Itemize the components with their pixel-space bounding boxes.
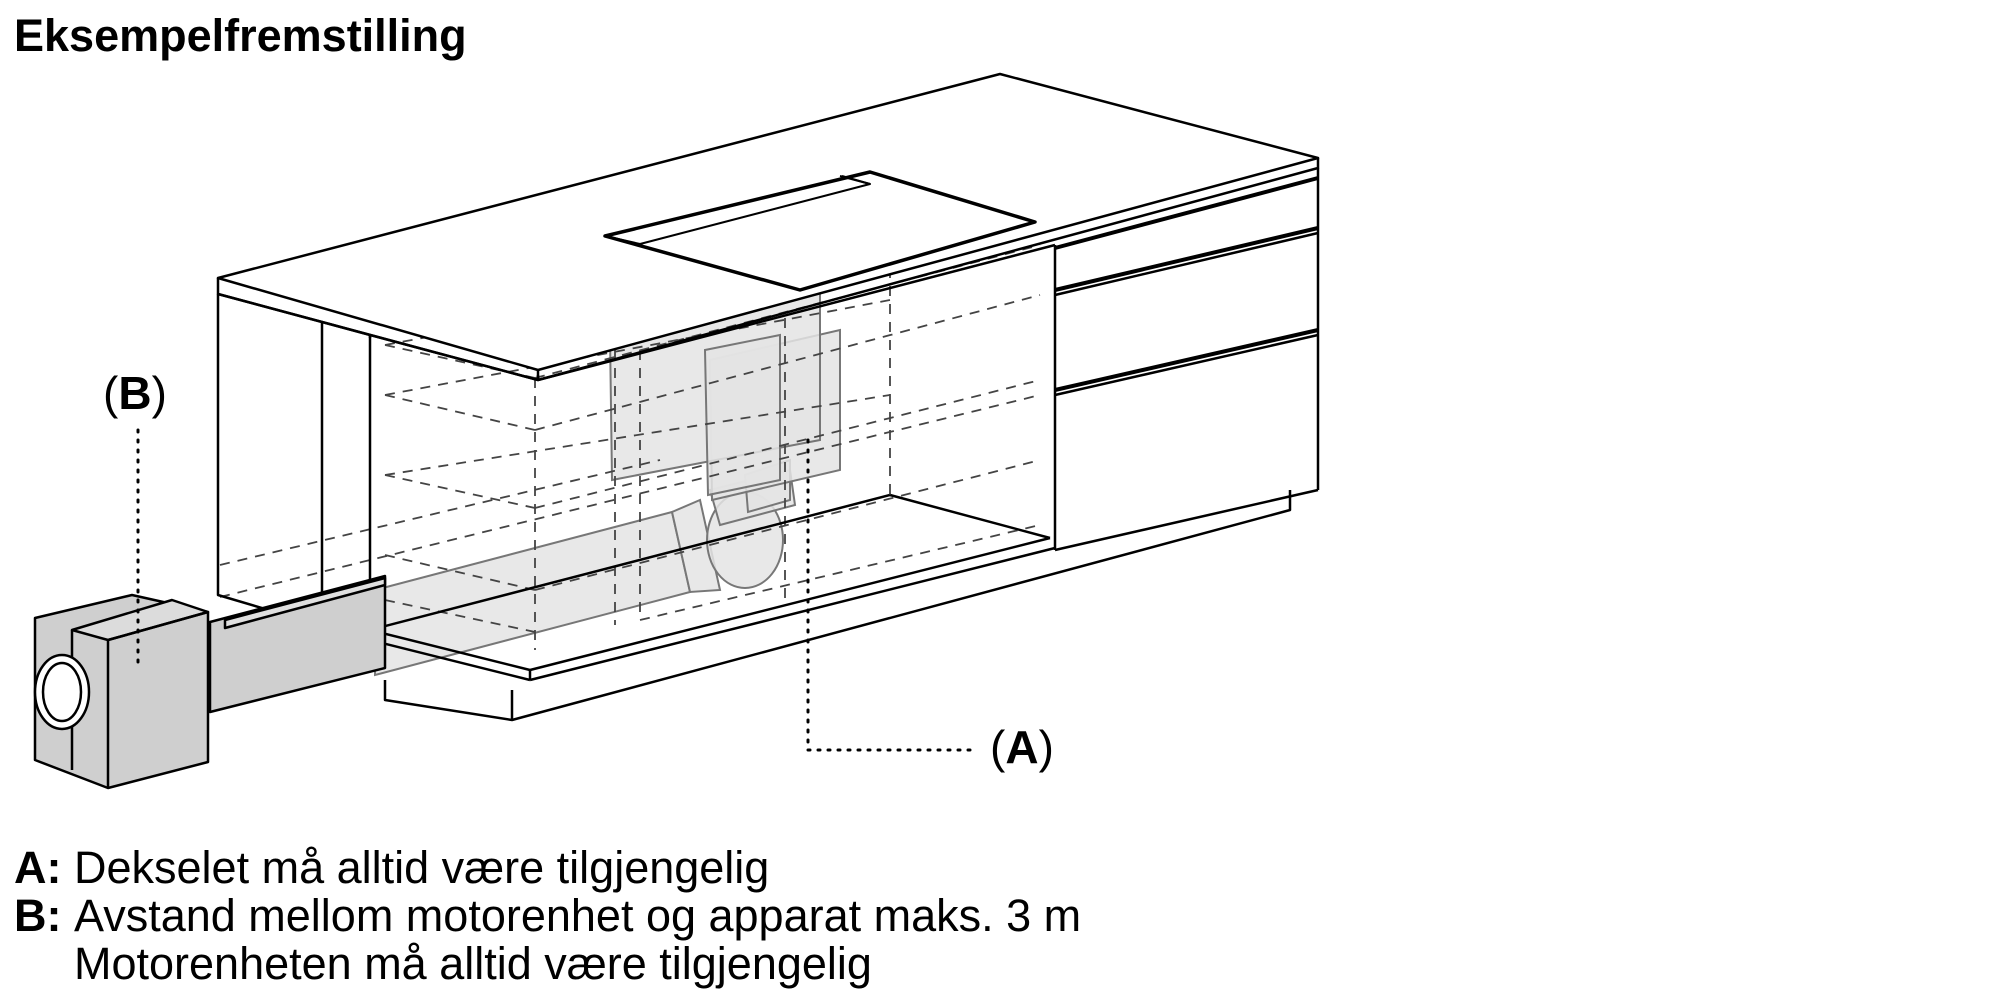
legend-line: Avstand mellom motorenhet og apparat mak… [74,890,1082,941]
legend-text: Avstand mellom motorenhet og apparat mak… [74,892,1081,988]
leader-lines [136,428,977,752]
page-title: Eksempelfremstilling [14,10,467,61]
external-duct [208,574,387,714]
legend-text: Dekselet må alltid være tilgjengelig [74,844,769,892]
legend-item-a: A: Dekselet må alltid være tilgjengelig [14,844,1081,892]
legend-key: A: [14,842,62,893]
callout-a-letter: A [1005,721,1039,773]
legend-line: Dekselet må alltid være tilgjengelig [74,842,770,893]
callout-b: (B) [103,367,167,419]
legend-item-b: B: Avstand mellom motorenhet og apparat … [14,892,1081,988]
legend: A: Dekselet må alltid være tilgjengelig … [14,844,1081,988]
legend-key: B: [14,890,62,941]
callout-a: (A) [990,721,1054,773]
leader-line-a [806,438,977,752]
callout-b-letter: B [118,367,152,419]
kitchen-island [216,72,1320,722]
legend-line: Motorenheten må alltid være tilgjengelig [74,938,872,989]
motor-unit [33,593,210,790]
